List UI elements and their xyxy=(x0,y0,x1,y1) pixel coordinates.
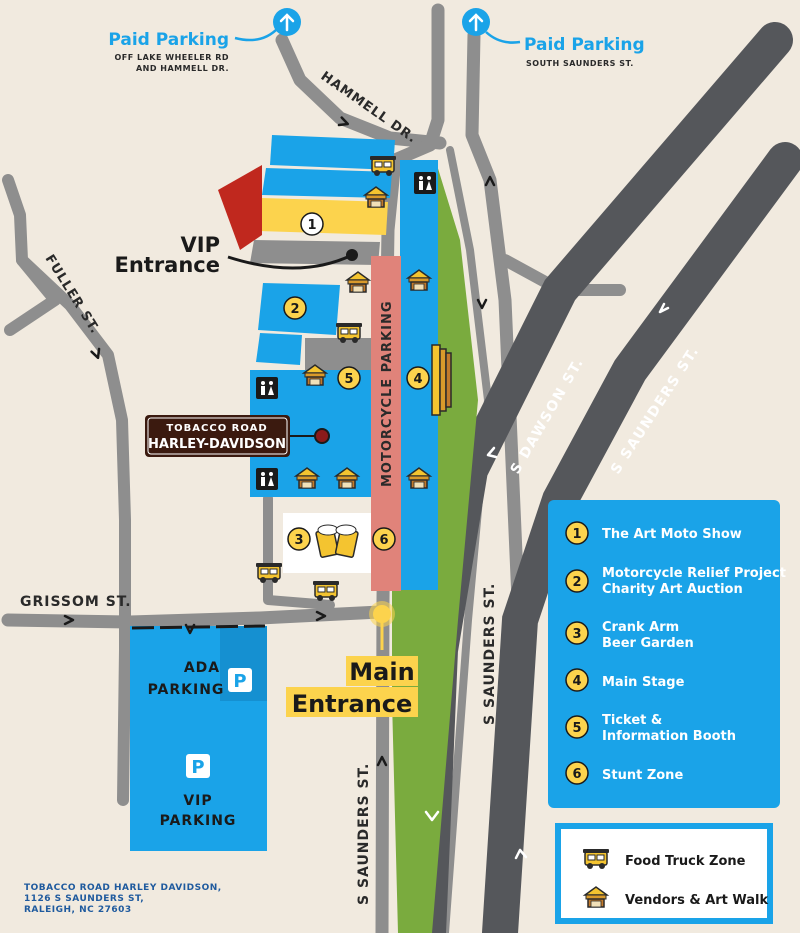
svg-text:The Art Moto Show: The Art Moto Show xyxy=(602,527,742,542)
dealer-logo[interactable]: TOBACCO ROAD HARLEY-DAVIDSON xyxy=(145,415,330,457)
motorcycle-parking-label: MOTORCYCLE PARKING xyxy=(380,300,395,487)
svg-text:SOUTH SAUNDERS ST.: SOUTH SAUNDERS ST. xyxy=(526,59,634,68)
vip-wedge-gray xyxy=(250,240,380,265)
svg-text:3: 3 xyxy=(572,627,581,642)
ada-parking-label-2: PARKING xyxy=(148,682,225,698)
legend-item-4[interactable]: 4 Main Stage xyxy=(565,668,685,692)
svg-text:Vendors & Art Walk: Vendors & Art Walk xyxy=(625,893,769,908)
svg-text:Main: Main xyxy=(349,658,414,686)
vip-entrance-label-1: VIP xyxy=(181,233,220,257)
svg-text:AND HAMMELL DR.: AND HAMMELL DR. xyxy=(136,64,229,73)
ada-parking-label-1: ADA xyxy=(184,660,220,676)
svg-text:3: 3 xyxy=(294,533,303,548)
road-hammell xyxy=(275,33,447,150)
main-entrance-label[interactable]: Main Entrance xyxy=(286,656,418,718)
legend-panel xyxy=(548,500,780,808)
legend-vendors[interactable]: Vendors & Art Walk xyxy=(584,886,769,908)
restroom-icon xyxy=(256,468,278,490)
ada-dash xyxy=(131,624,266,630)
street-grissom: GRISSOM ST. xyxy=(20,594,132,610)
direction-arrows xyxy=(63,116,670,860)
zone-marker-5[interactable]: 5 xyxy=(337,366,361,390)
parking-icon: P xyxy=(228,668,252,692)
vip-pointer-dot xyxy=(346,249,358,261)
parking-icon: P xyxy=(186,754,210,778)
svg-text:Beer Garden: Beer Garden xyxy=(602,636,694,651)
restroom-icon xyxy=(414,172,436,194)
legend-food-truck[interactable]: Food Truck Zone xyxy=(582,848,746,870)
lot-gray-5 xyxy=(305,338,371,370)
lot-2-b xyxy=(256,333,302,365)
svg-text:5: 5 xyxy=(344,372,353,387)
svg-text:HARLEY-DAVIDSON: HARLEY-DAVIDSON xyxy=(148,437,286,452)
legend-item-2[interactable]: 2 Motorcycle Relief Project Charity Art … xyxy=(565,566,786,597)
vip-pointer-line xyxy=(227,253,353,270)
svg-text:Crank Arm: Crank Arm xyxy=(602,620,679,635)
address-line-3: RALEIGH, NC 27603 xyxy=(24,905,132,915)
svg-text:Stunt Zone: Stunt Zone xyxy=(602,768,683,783)
zone-marker-6[interactable]: 6 xyxy=(372,527,396,551)
street-saunders-bottom: S SAUNDERS ST. xyxy=(356,763,372,905)
paid-parking-right[interactable]: Paid Parking SOUTH SAUNDERS ST. xyxy=(462,8,645,68)
legend: 1 The Art Moto Show 2 Motorcycle Relief … xyxy=(548,500,786,924)
svg-text:6: 6 xyxy=(572,767,581,782)
svg-text:5: 5 xyxy=(572,721,581,736)
svg-text:Main Stage: Main Stage xyxy=(602,675,685,690)
svg-text:4: 4 xyxy=(572,674,581,689)
beer-mugs-icon xyxy=(315,524,359,558)
zone-marker-3[interactable]: 3 xyxy=(287,527,311,551)
svg-text:Paid Parking: Paid Parking xyxy=(524,35,645,55)
restroom-icons xyxy=(256,172,436,490)
vip-parking-label-1: VIP xyxy=(183,793,212,809)
stage-icon xyxy=(431,344,452,416)
svg-text:4: 4 xyxy=(413,372,422,387)
svg-text:6: 6 xyxy=(379,533,388,548)
svg-text:Food Truck Zone: Food Truck Zone xyxy=(625,854,746,869)
address-line-1: TOBACCO ROAD HARLEY DAVIDSON, xyxy=(24,883,222,893)
vendor-tent-icon xyxy=(346,271,370,293)
restroom-icon xyxy=(256,377,278,399)
street-saunders-mid: S SAUNDERS ST. xyxy=(482,583,498,725)
zone-markers: 1 2 3 4 5 6 xyxy=(283,212,430,551)
zone-1-area xyxy=(258,198,388,235)
vip-entrance-label-2: Entrance xyxy=(114,253,220,277)
vip-wedge xyxy=(218,165,262,250)
lot-top-a xyxy=(270,135,395,170)
lot-top-b xyxy=(262,168,392,198)
svg-text:Entrance: Entrance xyxy=(292,690,413,718)
svg-text:P: P xyxy=(233,671,246,692)
svg-text:1: 1 xyxy=(307,218,316,233)
svg-text:2: 2 xyxy=(572,575,581,590)
food-truck-icon xyxy=(312,580,340,602)
svg-text:2: 2 xyxy=(290,302,299,317)
address-line-2: 1126 S SAUNDERS ST, xyxy=(24,894,144,904)
svg-text:Charity Art Auction: Charity Art Auction xyxy=(602,582,743,597)
svg-text:P: P xyxy=(191,757,204,778)
legend-item-6[interactable]: 6 Stunt Zone xyxy=(565,761,683,785)
svg-text:Ticket &: Ticket & xyxy=(602,713,662,728)
road-fuller xyxy=(2,174,131,806)
svg-text:1: 1 xyxy=(572,527,581,542)
road-lot-access xyxy=(263,493,335,610)
road-fuller-branch xyxy=(4,254,61,336)
zone-marker-1[interactable]: 1 xyxy=(300,212,324,236)
zone-marker-4[interactable]: 4 xyxy=(406,366,430,390)
legend-item-5[interactable]: 5 Ticket & Information Booth xyxy=(565,713,736,744)
svg-text:Motorcycle Relief Project: Motorcycle Relief Project xyxy=(602,566,786,581)
svg-text:OFF LAKE WHEELER RD: OFF LAKE WHEELER RD xyxy=(114,53,229,62)
svg-text:TOBACCO ROAD: TOBACCO ROAD xyxy=(166,423,267,434)
zone-marker-2[interactable]: 2 xyxy=(283,296,307,320)
legend-item-1[interactable]: 1 The Art Moto Show xyxy=(565,521,742,545)
paid-parking-left[interactable]: Paid Parking OFF LAKE WHEELER RD AND HAM… xyxy=(108,8,301,73)
svg-text:Information Booth: Information Booth xyxy=(602,729,736,744)
svg-text:Paid Parking: Paid Parking xyxy=(108,30,229,50)
vip-parking-label-2: PARKING xyxy=(160,813,237,829)
legend-item-3[interactable]: 3 Crank Arm Beer Garden xyxy=(565,620,694,651)
